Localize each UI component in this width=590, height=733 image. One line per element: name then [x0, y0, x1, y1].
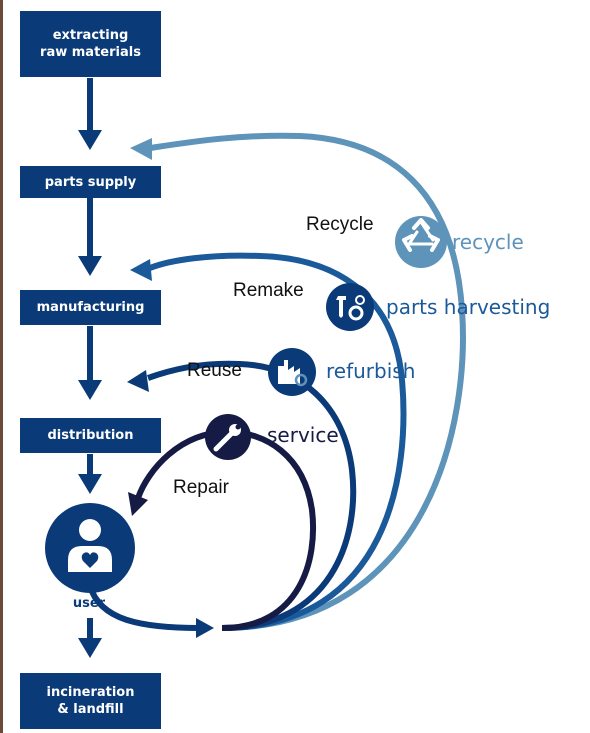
refurbish-icon [268, 348, 316, 396]
recycle-arrowhead [130, 138, 152, 160]
parts-harvesting-icon [326, 283, 374, 331]
recycle-annotation: Recycle [306, 214, 374, 235]
parts-supply-box: parts supply [20, 166, 161, 198]
parts-harvesting-arrowhead [130, 259, 152, 281]
recycle-loop [149, 132, 466, 631]
parts-harvesting-label: parts harvesting [386, 295, 551, 319]
service-loop [135, 428, 317, 631]
service-label: service [267, 423, 339, 447]
refurbish-arrowhead [127, 370, 149, 392]
reuse-annotation: Reuse [187, 360, 242, 381]
recycle-icon [395, 216, 447, 268]
extracting-raw-materials-box: extracting raw materials [20, 11, 161, 77]
service-arrowhead [128, 492, 148, 516]
user-icon [45, 503, 135, 593]
user-to-hub-arrow [87, 585, 201, 631]
distribution-box: distribution [20, 418, 161, 453]
repair-annotation: Repair [173, 477, 229, 498]
user-label: user [72, 596, 106, 611]
wrench-icon [205, 414, 251, 460]
refurbish-loop [146, 360, 357, 631]
refurbish-label: refurbish [326, 359, 416, 383]
parts-harvesting-loop [148, 252, 407, 631]
manufacturing-box: manufacturing [20, 290, 161, 325]
photo-edge [0, 0, 3, 733]
main-flow-arrows [78, 78, 102, 658]
incineration-landfill-box: incineration & landfill [20, 673, 161, 729]
recycle-loop-label: recycle [452, 230, 524, 254]
remake-annotation: Remake [233, 280, 304, 301]
